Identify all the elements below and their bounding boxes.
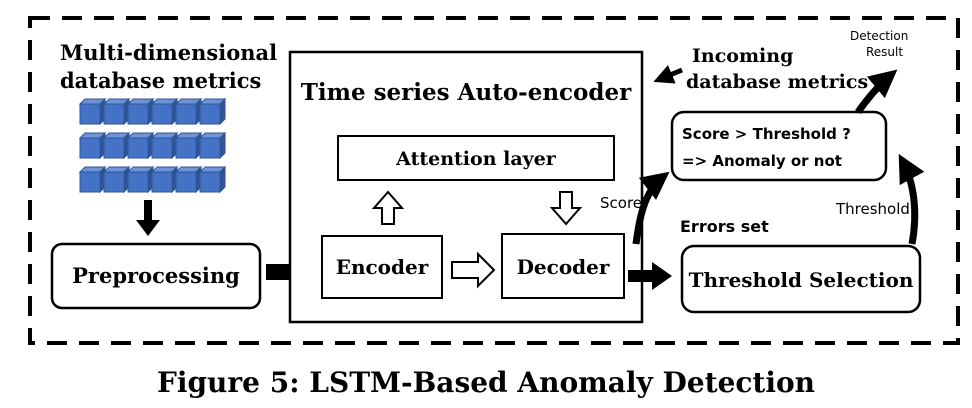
metric-cube — [150, 165, 179, 194]
metric-cube — [78, 165, 107, 194]
attention-layer-label: Attention layer — [395, 148, 557, 170]
encoder-box — [321, 235, 443, 299]
metric-cube — [150, 97, 179, 126]
input-metrics-title-line2: database metrics — [60, 68, 261, 93]
metric-cube — [78, 131, 107, 160]
metric-cube — [102, 165, 131, 194]
score-check-line1: Score > Threshold ? — [682, 125, 851, 143]
metric-cube — [126, 165, 155, 194]
autoencoder-title: Time series Auto-encoder — [301, 79, 632, 106]
errors-set-label: Errors set — [680, 217, 769, 236]
metric-cube — [198, 165, 227, 194]
preprocessing-box — [50, 242, 262, 310]
metric-cube — [102, 131, 131, 160]
metric-cube — [150, 131, 179, 160]
decoder-label: Decoder — [517, 255, 610, 279]
detection-result-line1: Detection — [850, 29, 908, 43]
score-label: Score — [600, 194, 642, 212]
metric-cube — [174, 131, 203, 160]
score-check-box — [670, 110, 888, 182]
threshold-curve-arrow — [898, 153, 925, 245]
decoder-to-threshold-selection-arrow — [628, 262, 672, 290]
encoder-label: Encoder — [336, 255, 429, 279]
metric-cube — [102, 97, 131, 126]
decoder-box — [501, 233, 625, 299]
metric-cube — [126, 131, 155, 160]
threshold-selection-label: Threshold Selection — [689, 268, 914, 292]
metric-cube — [198, 97, 227, 126]
figure-caption: Figure 5: LSTM-Based Anomaly Detection — [157, 366, 815, 399]
attention-layer-box — [337, 135, 615, 181]
metric-cubes — [78, 97, 227, 194]
metric-cube — [126, 97, 155, 126]
metric-cube — [198, 131, 227, 160]
incoming-to-autoencoder-arrow — [653, 65, 683, 84]
attention-to-decoder-arrow — [549, 191, 583, 226]
detection-result-curve-arrow — [855, 69, 898, 115]
cubes-to-preprocessing-arrow — [136, 200, 160, 236]
outer-dashed-frame — [28, 16, 960, 345]
metric-cube — [174, 97, 203, 126]
metric-cube — [174, 165, 203, 194]
threshold-label: Threshold — [835, 200, 910, 218]
score-check-line2: => Anomaly or not — [682, 152, 842, 170]
metric-cube — [78, 97, 107, 126]
score-curve-arrow — [632, 171, 670, 245]
threshold-selection-box — [680, 244, 922, 314]
preprocessing-label: Preprocessing — [72, 263, 240, 288]
encoder-to-attention-arrow — [371, 190, 405, 225]
incoming-metrics-line2: database metrics — [686, 71, 868, 93]
incoming-metrics-line1: Incoming — [692, 45, 793, 67]
encoder-to-decoder-arrow — [451, 251, 496, 289]
detection-result-line2: Result — [866, 45, 903, 59]
input-metrics-title-line1: Multi-dimensional — [60, 40, 277, 65]
